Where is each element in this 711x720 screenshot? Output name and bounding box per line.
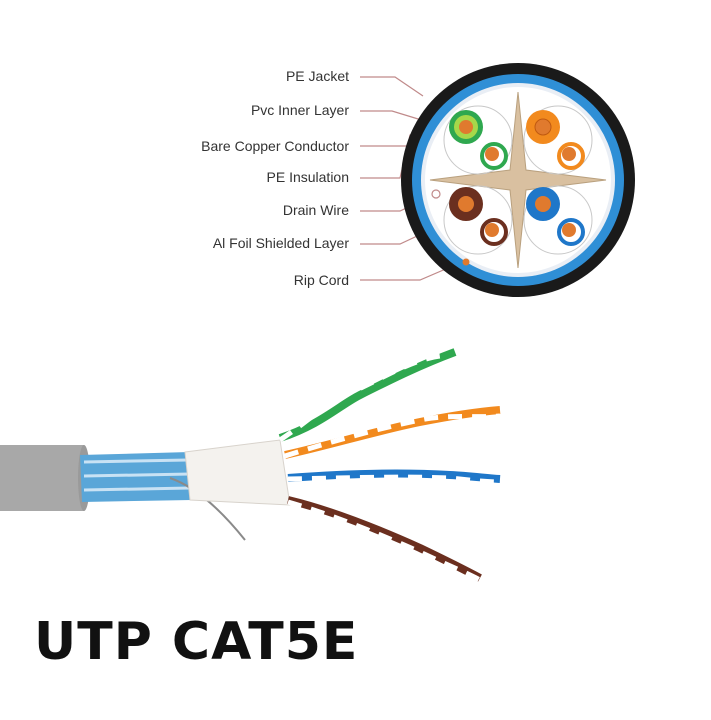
cable-cross-section — [401, 63, 635, 297]
blue-twist — [287, 469, 501, 483]
label-rip-cord: Rip Cord — [293, 272, 349, 288]
label-drain-wire: Drain Wire — [282, 202, 349, 218]
product-title: UTP CAT5E — [34, 612, 359, 672]
mylar-wrap — [184, 439, 291, 506]
orange-pair — [526, 110, 585, 170]
brown-pair — [449, 187, 508, 246]
label-pe-jacket: PE Jacket — [285, 68, 349, 84]
cable-jacket — [0, 445, 84, 511]
leader-pvc-inner — [360, 110, 429, 123]
green-twist — [278, 348, 457, 442]
label-al-foil-shielded-layer: Al Foil Shielded Layer — [212, 235, 349, 251]
drain-wire — [431, 189, 441, 199]
cable-side-view — [0, 348, 501, 583]
label-pe-insulation: PE Insulation — [266, 169, 350, 185]
rip-cord — [462, 258, 470, 266]
label-bare-copper-conductor: Bare Copper Conductor — [201, 138, 349, 154]
green-pair — [449, 110, 508, 170]
leader-pe-jacket — [360, 76, 424, 97]
label-pvc-inner-layer: Pvc Inner Layer — [250, 102, 349, 118]
brown-twist — [287, 496, 482, 582]
blue-pair — [526, 187, 585, 246]
